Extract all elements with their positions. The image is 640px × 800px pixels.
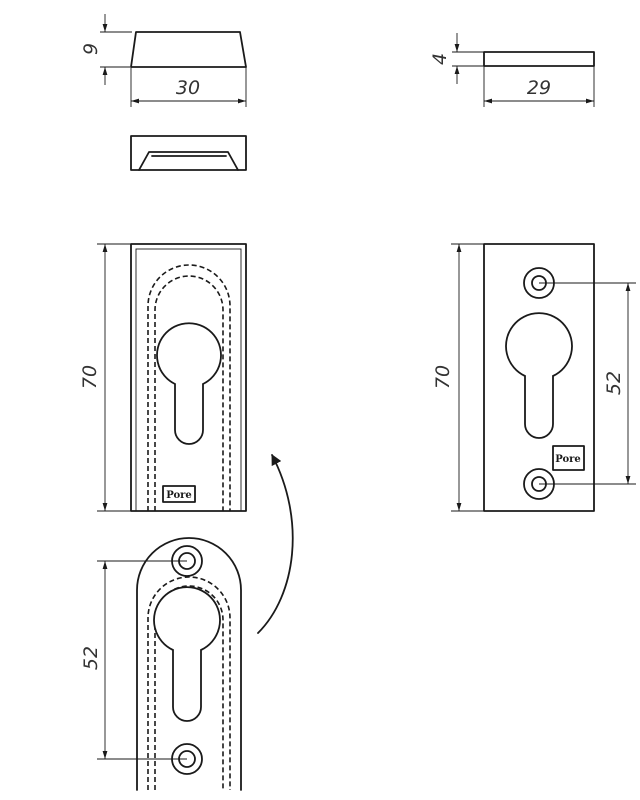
cover-side-profile: 9 30 bbox=[80, 14, 247, 107]
cover-bottom-view bbox=[130, 135, 247, 171]
plate-side-profile: 4 29 bbox=[429, 33, 595, 107]
plate-width-label: 29 bbox=[527, 77, 551, 99]
plate-front-view: Pore 70 52 bbox=[432, 243, 636, 512]
plate-hole-spacing-label: 52 bbox=[603, 371, 625, 395]
plate-height-label: 4 bbox=[429, 53, 451, 65]
cover-length-label: 70 bbox=[79, 365, 101, 389]
cover-front-view: Pore 70 bbox=[79, 243, 247, 512]
cover-height-label: 9 bbox=[80, 43, 102, 55]
cover-width-label: 30 bbox=[176, 77, 200, 99]
inner-hole-spacing-label: 52 bbox=[80, 646, 102, 670]
cover-logo-text: Pore bbox=[166, 490, 192, 501]
assembly-arrow bbox=[257, 454, 294, 634]
plate-length-label: 70 bbox=[432, 365, 454, 389]
inner-plate-view: 52 bbox=[80, 537, 242, 791]
plate-logo-text: Pore bbox=[555, 454, 581, 465]
